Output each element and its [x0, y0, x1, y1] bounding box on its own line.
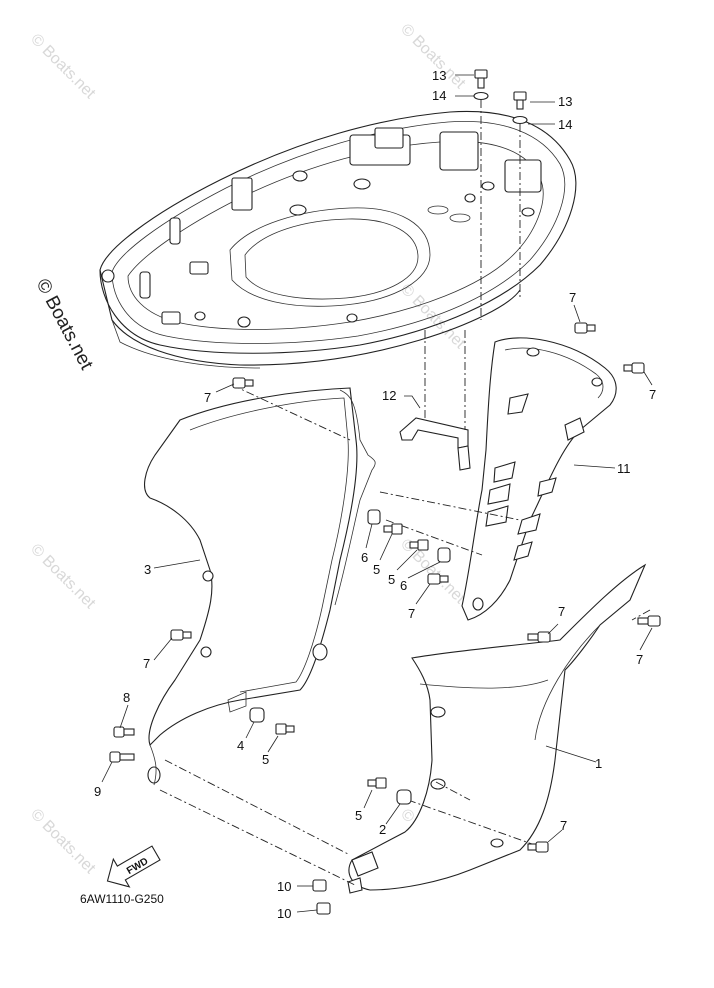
callout-13: 13: [558, 94, 572, 109]
callout-7: 7: [569, 290, 576, 305]
callout-labels: 13 14 13 14 7 7 7 12 11 3 6 5 5 6 7 7 7 …: [94, 68, 656, 921]
callout-11: 11: [617, 461, 631, 476]
grommet-4: [249, 707, 265, 723]
bottom-cowling-tray: [99, 110, 577, 369]
watermark: © Boats.net: [27, 31, 99, 103]
screw-9: [109, 751, 135, 763]
callout-5: 5: [373, 562, 380, 577]
diagram-code: 6AW1110-G250: [80, 892, 164, 906]
bolt-7: [637, 615, 661, 627]
callout-7: 7: [649, 387, 656, 402]
callout-6: 6: [400, 578, 407, 593]
collar-5: [409, 539, 429, 551]
bolt-7: [527, 841, 549, 853]
rear-bracket-11: [461, 337, 617, 621]
bolt-7: [427, 573, 449, 585]
callout-6: 6: [361, 550, 368, 565]
callout-14: 14: [558, 117, 572, 132]
washer-14-a: [473, 91, 489, 101]
callout-7: 7: [143, 656, 150, 671]
side-cover-3: [144, 387, 376, 786]
callout-7: 7: [408, 606, 415, 621]
grommet-2: [396, 789, 412, 805]
callout-8: 8: [123, 690, 130, 705]
callout-3: 3: [144, 562, 151, 577]
callout-12: 12: [382, 388, 396, 403]
side-cover-1: [347, 563, 647, 894]
callout-10: 10: [277, 879, 291, 894]
nut-10-a: [312, 879, 327, 892]
bracket-12: [399, 417, 471, 471]
callout-1: 1: [595, 756, 602, 771]
collar-5: [275, 723, 295, 735]
callout-5: 5: [262, 752, 269, 767]
bolt-7: [623, 362, 645, 374]
bolt-7: [574, 322, 596, 334]
callout-7: 7: [204, 390, 211, 405]
callout-2: 2: [379, 822, 386, 837]
screw-8: [113, 726, 135, 738]
callout-5: 5: [388, 572, 395, 587]
nut-10-b: [316, 902, 331, 915]
callout-7: 7: [636, 652, 643, 667]
watermark: © Boats.net: [27, 806, 99, 878]
bolt-7: [527, 631, 551, 643]
callout-10: 10: [277, 906, 291, 921]
boats-net-watermark: © Boats.net: [32, 275, 98, 373]
callout-7: 7: [558, 604, 565, 619]
bolt-13-b: [513, 91, 527, 110]
fwd-arrow-icon: FWD: [106, 845, 161, 888]
watermark: © Boats.net: [27, 541, 99, 613]
callout-14: 14: [432, 88, 446, 103]
washer-14-b: [512, 115, 528, 125]
bolt-7: [170, 629, 192, 641]
callout-13: 13: [432, 68, 446, 83]
bolt-13-a: [474, 69, 488, 89]
grommet-6: [367, 509, 381, 525]
collar-5: [383, 523, 403, 535]
callout-7: 7: [560, 818, 567, 833]
callout-4: 4: [237, 738, 244, 753]
collar-5: [367, 777, 387, 789]
callout-9: 9: [94, 784, 101, 799]
grommet-6: [437, 547, 451, 563]
bolt-7: [232, 377, 254, 389]
callout-5: 5: [355, 808, 362, 823]
